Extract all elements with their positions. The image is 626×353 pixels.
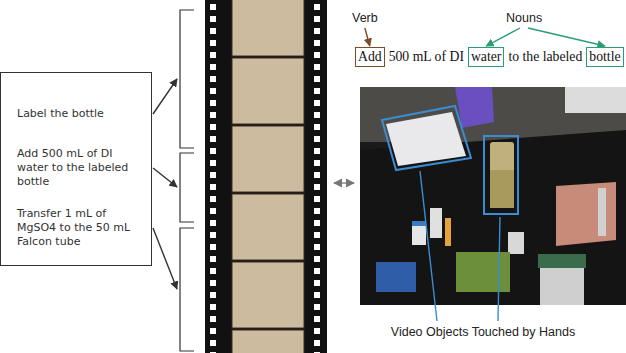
sprocket-hole xyxy=(314,232,320,238)
sprocket-hole xyxy=(314,100,320,106)
word-text: water xyxy=(471,48,501,66)
sprocket-hole xyxy=(210,124,216,130)
sprocket-hole xyxy=(210,352,216,353)
sprocket-hole xyxy=(314,340,320,346)
sprocket-hole xyxy=(314,148,320,154)
film-frame xyxy=(232,194,304,260)
sprocket-hole xyxy=(210,232,216,238)
sprocket-hole xyxy=(314,316,320,322)
sprocket-hole xyxy=(314,28,320,34)
film-frame xyxy=(232,126,304,192)
sprocket-hole xyxy=(314,112,320,118)
sprocket-hole xyxy=(314,196,320,202)
sprocket-hole xyxy=(210,160,216,166)
sprocket-hole xyxy=(210,316,216,322)
sprocket-hole xyxy=(314,172,320,178)
double-arrow xyxy=(334,182,354,183)
sprocket-hole xyxy=(314,268,320,274)
sprocket-hole xyxy=(210,184,216,190)
sprocket-hole xyxy=(314,220,320,226)
sprocket-hole xyxy=(210,220,216,226)
leader-arrow xyxy=(365,28,370,46)
sprocket-hole xyxy=(314,40,320,46)
word-text: Add xyxy=(358,48,382,66)
sprocket-hole xyxy=(210,52,216,58)
sprocket-hole xyxy=(314,304,320,310)
sentence-text: 500 mL of DI xyxy=(389,48,464,66)
sprocket-hole xyxy=(210,148,216,154)
sprocket-hole xyxy=(314,4,320,10)
sprocket-hole xyxy=(210,328,216,334)
step-text: Add 500 mL of DI water to the labeled bo… xyxy=(17,147,143,189)
sprocket-hole xyxy=(314,64,320,70)
sprocket-hole xyxy=(314,208,320,214)
nouns-label: Nouns xyxy=(506,11,542,26)
sprocket-hole xyxy=(314,292,320,298)
bracket xyxy=(180,10,194,351)
caption-label: Video Objects Touched by Hands xyxy=(391,325,575,340)
sprocket-hole xyxy=(314,88,320,94)
film-frame xyxy=(232,58,304,124)
sprocket-hole xyxy=(210,208,216,214)
sprocket-hole xyxy=(314,16,320,22)
film-strip xyxy=(205,0,327,353)
step-text: Transfer 1 mL of MgSO4 to the 50 mL Falc… xyxy=(17,207,143,249)
sprocket-hole xyxy=(210,340,216,346)
sprocket-hole xyxy=(210,136,216,142)
noun-box: water xyxy=(468,47,504,67)
sprocket-hole xyxy=(314,76,320,82)
sprocket-hole xyxy=(210,292,216,298)
leader-line xyxy=(420,171,500,321)
sprocket-hole xyxy=(210,172,216,178)
verb-label: Verb xyxy=(352,11,378,26)
sprocket-hole xyxy=(210,196,216,202)
sprocket-hole xyxy=(314,124,320,130)
sprocket-hole xyxy=(314,280,320,286)
leader-arrow xyxy=(528,28,605,46)
leader-arrow xyxy=(153,79,177,114)
sprocket-hole xyxy=(314,136,320,142)
film-frame xyxy=(232,262,304,328)
sprocket-hole xyxy=(314,256,320,262)
noun-box: bottle xyxy=(586,47,623,67)
film-frame xyxy=(232,330,304,353)
step-list-box: Label the bottleAdd 500 mL of DI water t… xyxy=(0,72,152,266)
sentence-text: to the labeled xyxy=(508,48,582,66)
verb-box: Add xyxy=(355,47,385,67)
sprocket-hole xyxy=(314,160,320,166)
sprocket-hole xyxy=(210,304,216,310)
sprocket-hole xyxy=(210,88,216,94)
leader-arrow xyxy=(153,168,177,187)
step-text: Label the bottle xyxy=(17,107,143,121)
sprocket-hole xyxy=(210,280,216,286)
leader-arrow xyxy=(486,28,520,46)
word-text: bottle xyxy=(589,48,620,66)
sprocket-hole xyxy=(210,244,216,250)
object-box xyxy=(382,106,518,214)
sprocket-hole xyxy=(210,64,216,70)
sprocket-hole xyxy=(314,328,320,334)
sprocket-hole xyxy=(210,256,216,262)
film-frame xyxy=(232,0,304,56)
sprocket-hole xyxy=(210,28,216,34)
sprocket-hole xyxy=(210,40,216,46)
sprocket-hole xyxy=(314,352,320,353)
sprocket-hole xyxy=(314,184,320,190)
sprocket-hole xyxy=(210,76,216,82)
sprocket-hole xyxy=(210,16,216,22)
lab-photo xyxy=(360,87,626,305)
leader-arrow xyxy=(153,228,177,289)
sprocket-hole xyxy=(210,100,216,106)
sprocket-hole xyxy=(210,112,216,118)
sprocket-hole xyxy=(210,4,216,10)
sprocket-hole xyxy=(210,268,216,274)
sprocket-hole xyxy=(314,52,320,58)
sprocket-hole xyxy=(314,244,320,250)
